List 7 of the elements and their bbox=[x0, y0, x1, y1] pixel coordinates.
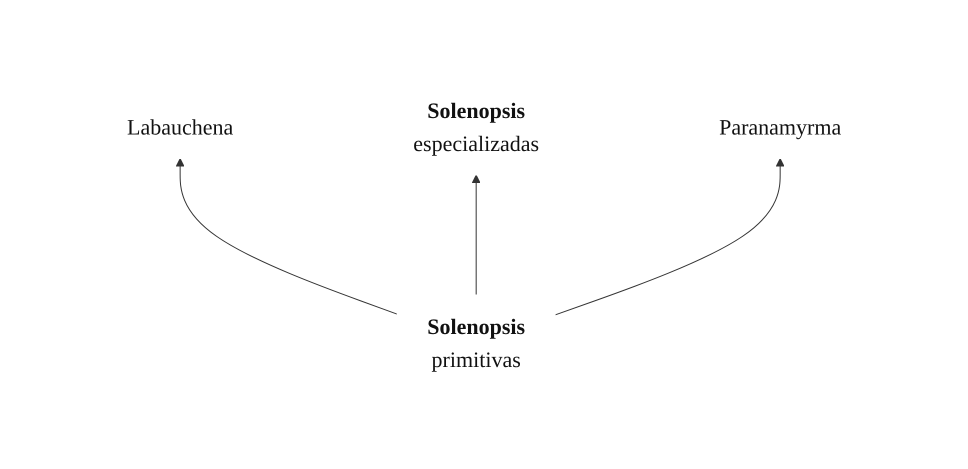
arrow bbox=[554, 158, 784, 315]
arrow bbox=[176, 158, 398, 314]
node-text: Solenopsis especializadas bbox=[413, 98, 539, 156]
node-text: Labauchena bbox=[126, 114, 234, 139]
node-text: Solenopsis primitivas bbox=[427, 314, 525, 372]
arrow bbox=[472, 174, 480, 295]
node-text: Paranamyrma bbox=[718, 114, 842, 139]
